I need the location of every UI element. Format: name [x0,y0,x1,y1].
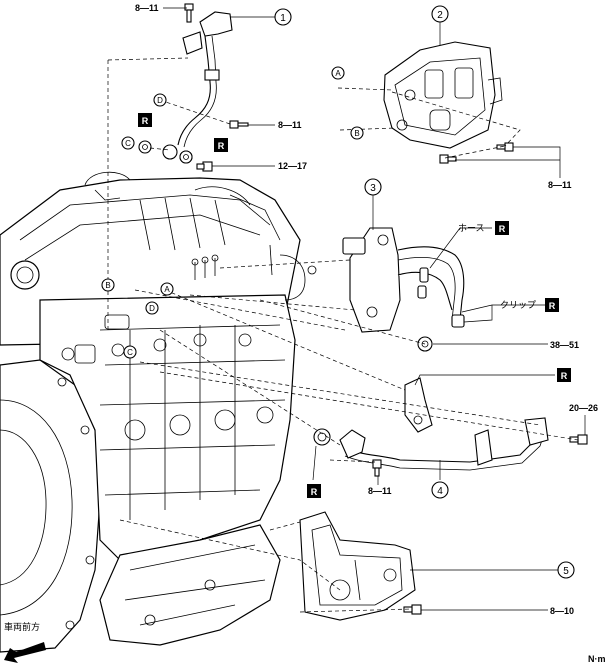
bolt-mid [229,120,249,129]
assembly-guide-lines [107,57,579,613]
callout-3 [364,178,382,196]
replace-mark-washer [138,113,152,127]
torque-shield-bolts: 8—11 [548,180,572,190]
heat-shield-lower [299,511,416,621]
marker-d-engine [145,301,159,315]
engine-assembly [0,171,317,653]
washer-c [138,140,152,154]
callout-2-text: 2 [437,10,443,21]
bolt-shield-b [496,142,514,152]
front-arrow-icon [4,642,46,663]
replace-mark-gasket [557,368,571,382]
replace-marks: R R R R R R [138,113,571,498]
bolt-8-10 [403,604,422,615]
bolt-lower-8-11 [372,459,382,477]
svg-text:A: A [164,285,170,294]
callout-3-text: 3 [370,183,376,194]
unit-label: N·m [588,654,606,664]
replace-mark-clip [545,298,559,312]
svg-text:R: R [311,487,318,497]
replace-mark-seal [214,138,228,152]
svg-text:R: R [218,141,225,151]
callout-4 [431,481,449,499]
callout-1 [274,8,292,26]
leader-lines [163,7,586,611]
bolt-shield-a [439,154,457,164]
svg-text:R: R [549,301,556,311]
bolt-top [184,3,194,23]
torque-pipe-bolt: 20—26 [569,403,598,413]
marker-b-top [350,126,364,140]
torque-bolt-top: 8—11 [135,3,159,13]
marker-c-engine [123,345,137,359]
callouts: 1 2 3 4 5 [274,5,575,579]
clip-label: クリップ [500,300,536,311]
svg-text:D: D [149,304,155,313]
hose-label: ホース [458,223,485,234]
svg-text:R: R [561,371,568,381]
bolt-12-17 [196,161,213,172]
replace-mark-hose [495,221,509,235]
replace-mark-lower-gasket [307,484,321,498]
svg-text:B: B [354,129,359,138]
svg-text:D: D [157,96,163,105]
svg-text:B: B [105,281,110,290]
torque-nut: 38—51 [550,340,579,350]
marker-b-engine [101,278,115,292]
callout-4-text: 4 [437,486,443,497]
callout-2 [431,5,449,23]
vehicle-front-label: 車両前方 [4,621,40,633]
bracket-hose-assembly [342,227,465,333]
marker-a-top [331,66,345,80]
torque-lower-bolt: 8—11 [368,486,392,496]
svg-text:A: A [335,69,341,78]
marker-a-engine [160,282,174,296]
torque-bolt-mid: 8—11 [278,120,302,130]
svg-text:C: C [125,139,131,148]
marker-d-top [153,93,167,107]
callout-5 [557,561,575,579]
torque-bolt-12-17: 12—17 [278,161,307,171]
bolt-20-26 [569,434,588,445]
callout-1-text: 1 [280,13,286,24]
callout-5-text: 5 [563,566,569,577]
svg-text:R: R [142,116,149,126]
letter-markers: D C A B B A D C [101,66,364,359]
torque-labels: 8—11 8—11 12—17 8—11 38—51 20—26 8—11 8—… [135,3,598,616]
oil-pipe-lower [313,377,549,471]
marker-c-top [121,136,135,150]
heat-shield-upper [383,41,503,149]
svg-text:C: C [127,348,133,357]
svg-text:R: R [499,224,506,234]
torque-shield-lower-bolt: 8—10 [550,606,574,616]
